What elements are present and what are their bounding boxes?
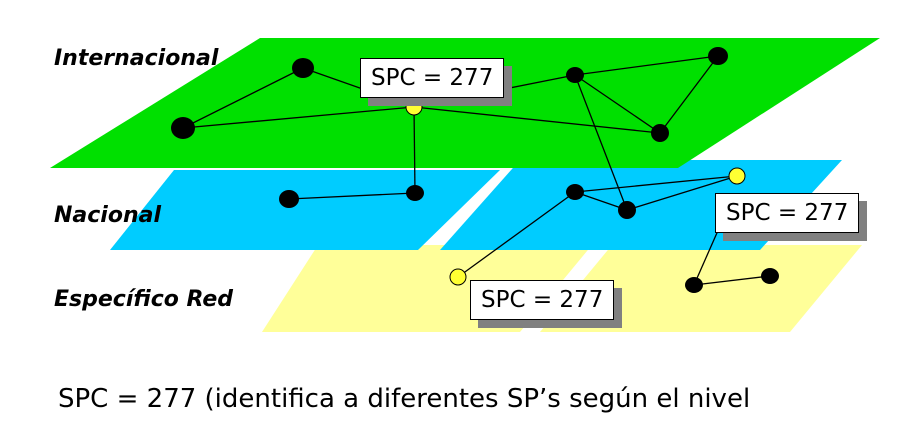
spc-callout-nacional: SPC = 277 — [715, 193, 860, 233]
label-nacional: Nacional — [54, 203, 162, 228]
node — [651, 124, 669, 142]
spc-callout-internacional: SPC = 277 — [360, 58, 505, 98]
link — [182, 67, 304, 129]
nodes — [171, 47, 779, 293]
caption: SPC = 277 (identifica a diferentes SP’s … — [58, 384, 751, 414]
link — [457, 191, 576, 278]
spc-callout-especifico: SPC = 277 — [470, 280, 615, 320]
label-internacional: Internacional — [54, 46, 219, 71]
node — [685, 277, 703, 293]
node — [171, 117, 195, 139]
link — [574, 55, 719, 76]
links — [182, 55, 771, 286]
link — [626, 175, 738, 211]
node — [708, 47, 728, 65]
link — [693, 225, 721, 286]
node — [566, 184, 584, 200]
link — [574, 191, 628, 211]
node — [566, 67, 584, 83]
link — [659, 55, 719, 134]
link — [693, 275, 771, 286]
spc-node — [728, 167, 746, 185]
spc-node — [405, 98, 423, 116]
link — [302, 67, 415, 108]
layer-nacional-left — [110, 170, 500, 250]
link — [574, 74, 661, 134]
link — [182, 106, 415, 129]
node — [761, 268, 779, 284]
spc-node — [449, 268, 467, 286]
label-especifico: Específico Red — [54, 287, 234, 312]
link — [288, 192, 416, 200]
link — [574, 175, 738, 193]
node — [618, 201, 636, 219]
link — [413, 106, 661, 134]
node — [279, 190, 299, 208]
node — [406, 185, 424, 201]
layer-internacional — [50, 38, 880, 168]
link — [413, 106, 416, 194]
node — [292, 58, 314, 78]
